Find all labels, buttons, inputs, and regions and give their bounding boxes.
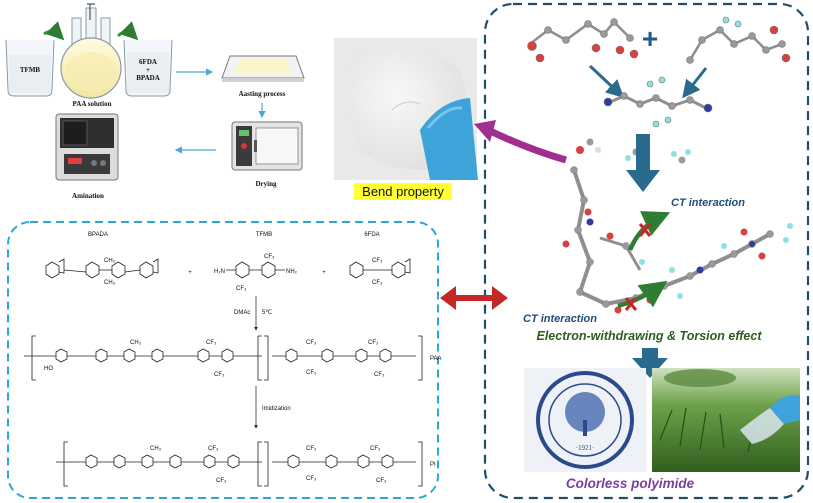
dianhydride-beaker: 6FDA + BPADA [123, 39, 173, 97]
tree-icon [565, 392, 605, 432]
casting-plate [221, 55, 305, 82]
bend-photo [334, 38, 478, 180]
svg-text:CF₃: CF₃ [368, 340, 379, 346]
paa-label: PAA [430, 356, 442, 362]
svg-text:CH₃: CH₃ [130, 340, 142, 346]
logo-year: ·1921· [576, 444, 595, 452]
svg-text:CH₃: CH₃ [150, 446, 162, 452]
react-arrow-left [588, 64, 625, 99]
nanchang-university-seal [536, 371, 634, 469]
purple-arrowhead [474, 120, 496, 142]
glove-hand-2 [770, 395, 800, 424]
svg-text:CF₃: CF₃ [372, 258, 383, 264]
synthesis-scheme: BPADA TFMB 6FDA CH₃ CH₃ + H₂N NH₂ CF₃ CF… [24, 232, 442, 487]
tfmb-structure [226, 261, 285, 279]
molecular-plus-sign: + [642, 23, 658, 54]
svg-text:CF₃: CF₃ [208, 446, 219, 452]
drying-oven [231, 121, 303, 171]
scheme-panel-border [7, 221, 439, 499]
svg-text:CF₃: CF₃ [374, 372, 385, 378]
svg-text:NH₂: NH₂ [286, 269, 298, 275]
bpada-title: BPADA [88, 232, 108, 238]
6fda-title: 6FDA [364, 232, 379, 238]
plus-sign-2: + [322, 270, 326, 276]
process-flow: TFMB PAA solution 6FDA + BPADA [5, 3, 305, 200]
paa-solution-label: PAA solution [73, 100, 112, 108]
svg-text:CF₃: CF₃ [370, 446, 381, 452]
amination-label: Amination [72, 192, 104, 200]
paa-structure [24, 335, 423, 381]
react-arrow-right [682, 67, 708, 99]
svg-text:CH₃: CH₃ [104, 258, 116, 264]
tfmb-molecule [603, 76, 713, 128]
ct-arrow-bottom [617, 280, 668, 309]
pour-arrow-left [43, 21, 65, 41]
molecular-panel-border [483, 2, 810, 500]
svg-text:CF₃: CF₃ [306, 476, 317, 482]
svg-text:HO: HO [44, 366, 53, 372]
pi-film-sample [740, 408, 784, 444]
glove-hand [420, 98, 478, 180]
drying-label: Drying [256, 180, 278, 188]
temperature-label: 5℃ [262, 310, 272, 316]
bpada-structure [45, 258, 159, 279]
svg-text:CF₃: CF₃ [306, 340, 317, 346]
pour-arrow-right [116, 21, 139, 41]
imidization-label: Imidization [262, 406, 291, 412]
svg-text:H₂N: H₂N [214, 269, 225, 275]
6fda-structure [349, 258, 411, 279]
product-label: Colorless polyimide [566, 476, 695, 491]
purple-curve-arrow [486, 126, 567, 164]
casting-label: Aasting process [239, 90, 286, 98]
link-double-arrow [440, 286, 508, 310]
pi-label: PI [430, 462, 436, 468]
tfmb-title: TFMB [256, 232, 272, 238]
ct-interaction-top: CT interaction [671, 197, 745, 209]
effect-label: Electron-withdrawing & Torsion effect [536, 329, 762, 343]
blocked-x-icon-bottom [624, 297, 638, 311]
reaction-flask [60, 3, 122, 99]
logo-photo: ·1921· [524, 368, 646, 472]
svg-text:CF₃: CF₃ [206, 340, 217, 346]
svg-text:CF₃: CF₃ [372, 280, 383, 286]
svg-text:CF₃: CF₃ [306, 370, 317, 376]
stirrer-icon [87, 3, 95, 20]
molecular-panel: + CT i [523, 16, 800, 491]
svg-text:CF₃: CF₃ [306, 446, 317, 452]
plus-sign-1: + [188, 270, 192, 276]
product-arrow [632, 348, 668, 378]
svg-text:CF₃: CF₃ [264, 254, 275, 260]
svg-text:CF₃: CF₃ [214, 372, 225, 378]
formation-arrow [626, 134, 660, 192]
polyimide-chain-model [562, 166, 793, 314]
blocked-x-icon-top [638, 223, 652, 237]
amination-furnace [55, 113, 119, 181]
svg-text:CF₃: CF₃ [236, 286, 247, 292]
monomer-6fda-label: 6FDA [139, 58, 157, 66]
svg-text:CF₃: CF₃ [376, 478, 387, 484]
bend-caption-highlight [354, 183, 452, 200]
byproduct-molecules [576, 138, 691, 164]
tfmb-beaker: TFMB [5, 39, 55, 97]
monomer-plus-label: + [146, 66, 150, 74]
ct-interaction-bottom: CT interaction [523, 313, 597, 325]
monomer-bpada-label: BPADA [136, 74, 160, 82]
svg-text:CF₃: CF₃ [216, 478, 227, 484]
tfmb-label: TFMB [20, 66, 41, 74]
bpada-molecule [527, 18, 639, 63]
pi-structure [56, 441, 423, 487]
bend-caption: Bend property [362, 184, 444, 199]
6fda-molecule [686, 16, 791, 64]
solvent-label: DMAc [234, 310, 250, 316]
svg-text:CH₃: CH₃ [104, 280, 116, 286]
grass-photo [652, 368, 800, 472]
